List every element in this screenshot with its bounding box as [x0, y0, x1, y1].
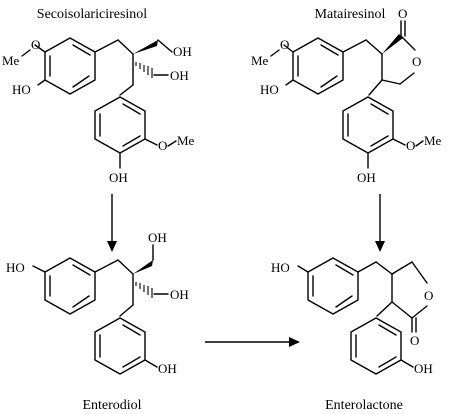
- mata-lower-ring: [342, 96, 394, 154]
- enterolactone-oh-bottom-bond: [400, 359, 414, 368]
- enterodiol-oh-a-label: OH: [148, 230, 167, 245]
- enterolactone-ch2-a: [357, 261, 377, 273]
- seco-me-right-label: Me: [177, 133, 195, 148]
- arrow-mata-to-enterolactone: [375, 194, 385, 252]
- enterolactone-ch2-lower: [376, 301, 393, 317]
- seco-ho-label: HO: [12, 82, 31, 97]
- seco-ch2-lower: [119, 84, 134, 96]
- seco-ch2oh-bond: [157, 39, 173, 53]
- enterodiol-hash: [135, 282, 153, 298]
- mata-o-bond: [283, 44, 294, 53]
- mata-ho-bond: [285, 79, 294, 86]
- mata-ho-label: HO: [260, 82, 279, 97]
- seco-upper-ring: [44, 37, 96, 95]
- seco-me-label: Me: [2, 53, 20, 68]
- enterodiol-wedge: [133, 260, 153, 274]
- enterodiol-oh-bottom-bond: [144, 359, 158, 368]
- matairesinol-structure: Matairesinol O Me HO O O: [251, 6, 442, 185]
- enterolactone-ring-o-label: O: [424, 288, 433, 303]
- mata-ch2-a: [342, 39, 367, 53]
- mata-lactone-ring: [381, 34, 416, 85]
- matairesinol-title: Matairesinol: [315, 7, 386, 22]
- seco-ch2-a: [94, 39, 119, 53]
- arrow-enterodiol-to-enterolactone: [205, 337, 300, 347]
- enterodiol-oh-b-label: OH: [170, 287, 189, 302]
- secoisolariciresinol-structure: Secoisolariciresinol O Me HO OH OH: [2, 7, 195, 185]
- seco-oh-bottom-label: OH: [109, 170, 128, 185]
- enterodiol-upper-ring: [44, 257, 96, 315]
- mata-me-right-bond: [415, 140, 424, 147]
- enterodiol-ho-label: HO: [6, 260, 25, 275]
- enterolactone-title: Enterolactone: [325, 398, 403, 413]
- enterodiol-oh-bottom-label: OH: [158, 361, 177, 376]
- mata-me-label: Me: [251, 53, 269, 68]
- seco-o-bond: [34, 44, 46, 53]
- seco-o-right-label: O: [158, 138, 167, 153]
- seco-hash: [135, 62, 153, 78]
- seco-me-bond: [21, 49, 31, 57]
- seco-wedge: [133, 40, 158, 54]
- mata-me-right-label: Me: [424, 133, 442, 148]
- enterodiol-ch2-b: [117, 259, 134, 275]
- enterodiol-ch2-a: [94, 259, 119, 273]
- seco-ch2-b: [117, 39, 134, 55]
- enterolactone-oh-bottom-label: OH: [414, 361, 433, 376]
- seco-oh-a-label: OH: [173, 44, 192, 59]
- mata-ome-bond: [392, 138, 406, 146]
- enterolactone-structure: HO O O OH Enterolactone: [271, 257, 433, 413]
- mata-ch2-b: [365, 39, 383, 55]
- enterolactone-upper-ring: [307, 257, 359, 315]
- enterolactone-carbonyl-o-label: O: [410, 333, 419, 348]
- seco-lower-ring: [94, 96, 146, 154]
- seco-ome-bond: [144, 138, 158, 146]
- mata-ring-o-label: O: [412, 54, 421, 69]
- enterodiol-title: Enterodiol: [82, 398, 141, 413]
- mata-oh-bottom-label: OH: [357, 170, 376, 185]
- enterodiol-lower-ring: [94, 317, 146, 375]
- seco-oh-b-label: OH: [170, 68, 189, 83]
- enterolactone-ch2-b: [375, 261, 393, 275]
- secoisolariciresinol-title: Secoisolariciresinol: [37, 7, 148, 22]
- seco-ho-bond: [37, 79, 46, 86]
- mata-o-right-label: O: [406, 138, 415, 153]
- mata-o-label: O: [280, 37, 289, 52]
- seco-me-right-bond: [167, 140, 177, 147]
- mata-carbonyl-o-label: O: [398, 6, 407, 21]
- enterodiol-ch2-lower: [119, 304, 134, 317]
- mata-ch2-lower: [368, 79, 383, 96]
- enterolactone-ho-label: HO: [271, 260, 290, 275]
- enterodiol-ho-bond: [32, 265, 46, 273]
- arrow-seco-to-enterodiol: [107, 194, 117, 252]
- mata-upper-ring: [292, 37, 344, 95]
- seco-o-label: O: [31, 37, 40, 52]
- enterodiol-structure: HO OH OH OH Enterodiol: [6, 230, 189, 413]
- mata-me-bond: [270, 49, 280, 57]
- enterolactone-lower-ring: [350, 317, 402, 375]
- enterolactone-ho-bond: [297, 265, 309, 273]
- enterolactone-lactone-ring: [391, 261, 428, 319]
